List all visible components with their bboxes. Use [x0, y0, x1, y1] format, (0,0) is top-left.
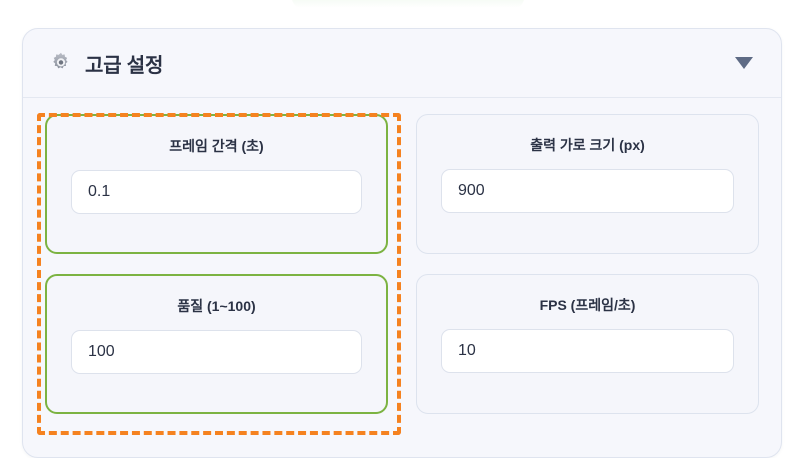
panel-body: 프레임 간격 (초) 출력 가로 크기 (px) 품질 (1~100) FPS … [23, 98, 781, 414]
field-label-frame-interval: 프레임 간격 (초) [169, 138, 264, 154]
quality-input[interactable] [71, 330, 362, 374]
field-card-output-width: 출력 가로 크기 (px) [416, 114, 759, 254]
page-title: 고급 설정 [85, 54, 164, 77]
field-card-frame-interval: 프레임 간격 (초) [45, 114, 388, 254]
settings-grid: 프레임 간격 (초) 출력 가로 크기 (px) 품질 (1~100) FPS … [45, 114, 759, 414]
caret-down-icon [735, 57, 753, 69]
panel-header-left: 고급 설정 [49, 49, 163, 78]
above-panel-remnant [292, 0, 524, 8]
field-card-quality: 품질 (1~100) [45, 274, 388, 414]
output-width-input[interactable] [441, 169, 734, 213]
field-label-fps: FPS (프레임/초) [539, 297, 636, 313]
field-card-fps: FPS (프레임/초) [416, 274, 759, 414]
fps-input[interactable] [441, 329, 734, 373]
gear-icon [53, 52, 68, 69]
panel-header: 고급 설정 [23, 29, 781, 98]
advanced-settings-panel: 고급 설정 프레임 간격 (초) 출력 가로 크기 (px) 품질 (1~100… [22, 28, 782, 458]
field-label-quality: 품질 (1~100) [177, 298, 256, 314]
field-label-output-width: 출력 가로 크기 (px) [530, 137, 645, 153]
frame-interval-input[interactable] [71, 170, 362, 214]
collapse-toggle-button[interactable] [731, 50, 757, 76]
